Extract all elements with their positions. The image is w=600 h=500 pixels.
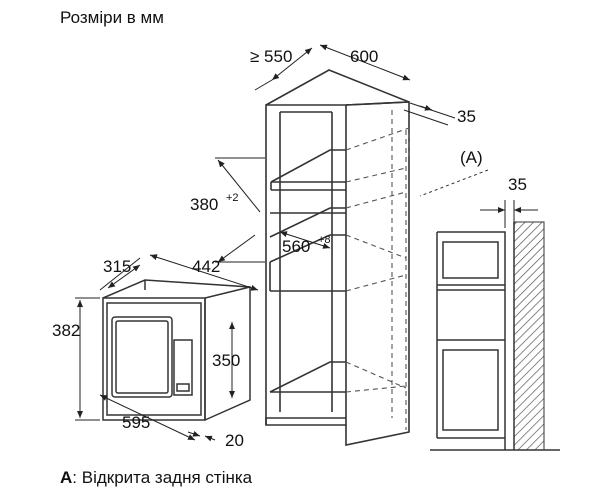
- tall-cabinet: [265, 69, 410, 446]
- side-cabinet-outline: [437, 231, 506, 450]
- side-section: [430, 221, 560, 451]
- callout-leader: [419, 169, 489, 197]
- dim-rear-gap: 35: [457, 107, 476, 126]
- dim-appliance-height: 382: [52, 321, 80, 340]
- upper-shelf: [270, 149, 346, 183]
- dim-appliance-width: 595: [122, 413, 150, 432]
- page-title: Розміри в мм: [60, 8, 164, 27]
- lower-shelf: [269, 234, 346, 263]
- dim-cabinet-depth: ≥ 550: [250, 47, 292, 66]
- microwave-door-window: [111, 316, 173, 398]
- dim-niche-width: 560: [282, 237, 310, 256]
- dim-niche-width-tol: +8: [318, 234, 331, 246]
- legend: A: Відкрита задня стінка: [60, 468, 252, 488]
- cabinet-front-frame: [265, 104, 347, 426]
- callout-label: (A): [460, 148, 483, 167]
- legend-text: : Відкрита задня стінка: [72, 468, 253, 487]
- cabinet-right-side: [345, 101, 410, 446]
- dim-appliance-depth: 315: [103, 257, 131, 276]
- dim-side-gap: 35: [508, 175, 527, 194]
- legend-key: A: [60, 468, 73, 487]
- dim-appliance-inner-height: 350: [212, 351, 240, 370]
- dimension-lines: [75, 44, 538, 442]
- dim-appliance-depth-total: 442: [192, 257, 220, 276]
- dim-niche-height: 380: [190, 195, 218, 214]
- dim-frame-depth: 20: [225, 431, 244, 450]
- dim-niche-height-tol: +2: [226, 192, 239, 204]
- bottom-floor: [269, 361, 346, 393]
- dim-cabinet-width: 600: [350, 47, 378, 66]
- microwave: [102, 279, 251, 421]
- hatched-wall: [513, 221, 545, 451]
- microwave-body: [102, 279, 251, 421]
- cabinet-top-face: [265, 69, 410, 106]
- cabinet-hidden-lines: [345, 110, 410, 430]
- middle-shelf: [269, 207, 346, 238]
